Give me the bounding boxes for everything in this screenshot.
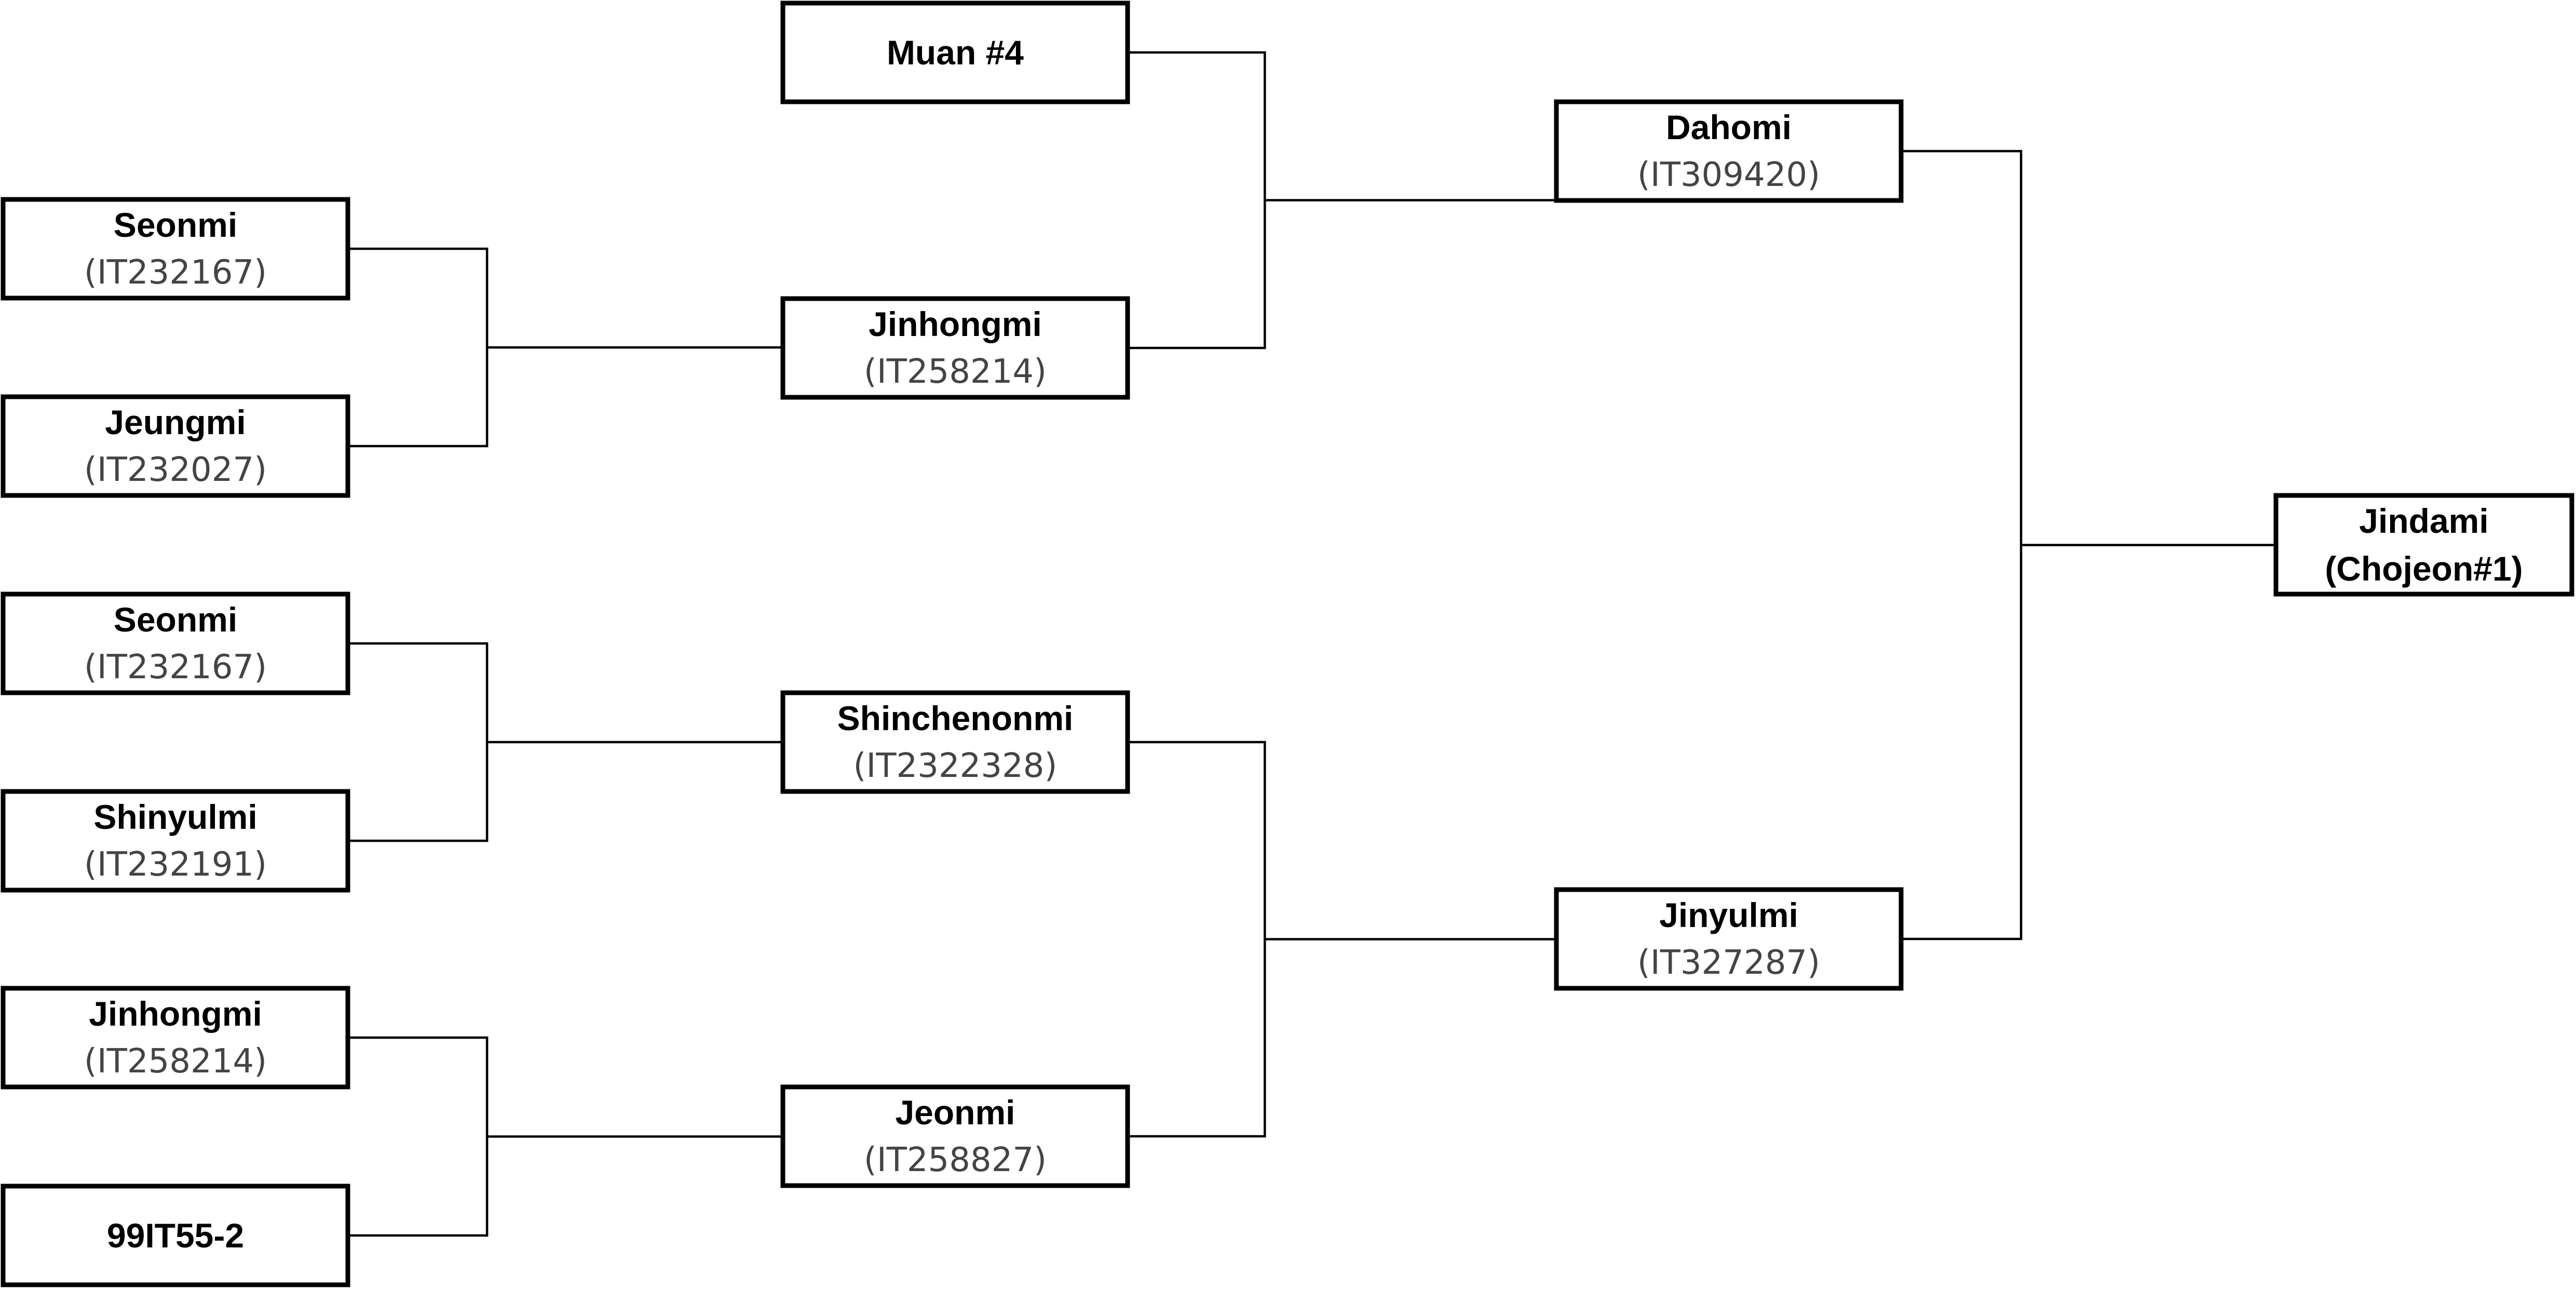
cross-connector-p3 [346,642,784,842]
variety-name: Jinyulmi [1659,896,1798,934]
cross-connector-q2 [1126,741,1558,1138]
variety-box-frame [1,1184,350,1287]
variety-box-g6: 99IT55-2 [1,1184,350,1287]
variety-box-q2: Jinyulmi (IT327287) [1554,887,1904,991]
cross-connectors [346,51,2277,1237]
variety-box-g4: Shinyulmi (IT232191) [1,789,350,893]
variety-box-frame [1554,99,1904,203]
variety-name: Shinyulmi [93,798,257,836]
variety-box-frame [780,690,1130,794]
variety-name: Seonmi [114,600,237,639]
variety-box-p2: Jinhongmi (IT258214) [780,296,1130,400]
variety-code: (IT232191) [84,845,267,884]
variety-box-frame [780,1,1130,104]
variety-box-frame [1,197,350,301]
variety-name: Jeungmi [105,403,246,441]
variety-box-frame [1,789,350,893]
variety-box-frame [780,1084,1130,1188]
variety-name: Jinhongmi [869,305,1042,343]
variety-box-frame [1,592,350,695]
variety-code: (IT232167) [84,253,267,292]
cross-connector-q1 [1126,51,1558,350]
variety-box-frame [2273,493,2574,597]
variety-box-g2: Jeungmi (IT232027) [1,394,350,498]
variety-name: Seonmi [114,206,237,244]
variety-code: (IT327287) [1637,944,1820,982]
variety-name: Dahomi [1666,108,1792,146]
cross-connector-root [1900,150,2277,940]
variety-box-p1: Muan #4 [780,1,1130,104]
cross-connector-p4 [346,1036,784,1237]
variety-box-frame [1,986,350,1090]
variety-name: Jindami [2359,502,2488,540]
variety-box-p3: Shinchenonmi (IT2322328) [780,690,1130,794]
variety-box-g1: Seonmi (IT232167) [1,197,350,301]
variety-code: (IT309420) [1637,156,1820,194]
variety-name: Muan #4 [887,33,1024,72]
variety-code: (IT232167) [84,648,267,687]
variety-name: 99IT55-2 [107,1216,244,1255]
variety-code: (IT232027) [84,451,267,489]
variety-box-p4: Jeonmi (IT258827) [780,1084,1130,1188]
variety-box-q1: Dahomi (IT309420) [1554,99,1904,203]
variety-name: Jinhongmi [89,995,262,1033]
variety-name: Shinchenonmi [837,699,1074,737]
variety-box-g3: Seonmi (IT232167) [1,592,350,695]
variety-box-root: Jindami (Chojeon#1) [2273,493,2574,597]
variety-box-frame [1554,887,1904,991]
variety-box-frame [780,296,1130,400]
variety-box-g5: Jinhongmi (IT258214) [1,986,350,1090]
variety-code: (IT258214) [864,353,1047,391]
variety-code: (IT258827) [864,1141,1047,1179]
variety-box-frame [1,394,350,498]
variety-code: (IT2322328) [853,747,1057,785]
cross-connector-p2 [346,247,784,448]
variety-name: Jeonmi [895,1093,1015,1132]
variety-code: (IT258214) [84,1042,267,1081]
variety-name: (Chojeon#1) [2325,549,2523,588]
